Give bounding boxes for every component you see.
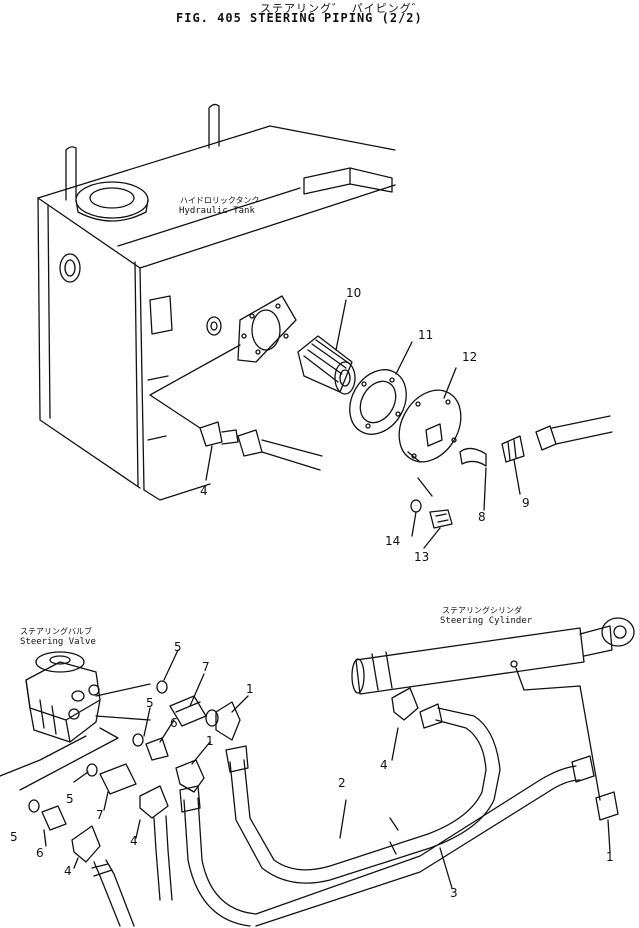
leader-line [150,345,240,428]
callout-1: 1 [206,734,214,748]
callout-13: 13 [414,550,430,564]
callout-7: 7 [202,660,210,674]
callout-1: 1 [246,682,254,696]
callout-7: 7 [96,808,104,822]
callout-4: 4 [130,834,138,848]
callout-14: 14 [385,534,401,548]
steering-hoses [180,704,594,926]
cylinder-label: Steering Cylinder [440,616,533,626]
callout-6: 6 [36,846,44,860]
figure-title: FIG. 405 STEERING PIPING (2/2) [176,11,423,25]
hydraulic-tank [38,104,395,500]
tank-label: Hydraulic Tank [179,206,255,216]
callout-9: 9 [522,496,530,510]
callout-5: 5 [10,830,18,844]
callout-5: 5 [66,792,74,806]
callout-5: 5 [146,696,154,710]
callout-1: 1 [606,850,614,864]
callout-4: 4 [64,864,72,878]
valve-label-japanese: ステアリングバルブ [20,627,92,636]
callout-12: 12 [462,350,478,364]
callout-2: 2 [338,776,346,790]
callout-5: 5 [174,640,182,654]
steering-valve [26,652,100,742]
valve-label: Steering Valve [20,637,96,647]
callout-4: 4 [380,758,388,772]
callout-6: 6 [170,716,178,730]
callout-10: 10 [346,286,362,300]
callout-11: 11 [418,328,434,342]
figure-title-japanese: ステアリング゛ パイピング゛ [260,2,424,15]
callout-8: 8 [478,510,486,524]
callout-4: 4 [200,484,208,498]
steering-cylinder [352,618,634,820]
strainer-assembly [200,296,612,528]
tank-label-japanese: ハイドロリックタンク [180,196,260,205]
callout-3: 3 [450,886,458,900]
cylinder-label-japanese: ステアリングシリンダ [442,606,522,615]
